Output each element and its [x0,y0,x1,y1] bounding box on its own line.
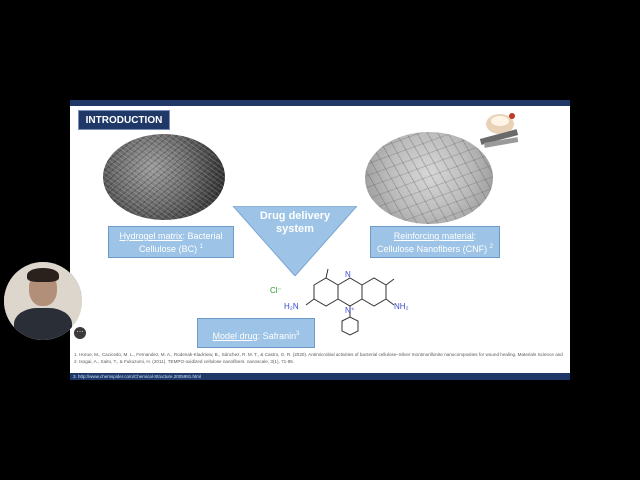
nitrogen-plus: N⁺ [345,306,355,315]
nitrogen-top: N [345,270,351,279]
cellulose-nanofibers-image [365,132,493,224]
safranin-structure: Cl⁻ N N⁺ H₂N NH₂ [270,268,409,336]
reinforcing-material-label: Reinforcing material: Cellulose Nanofibe… [370,226,500,258]
bacterial-cellulose-image [103,134,225,220]
hydrogel-matrix-label: Hydrogel matrix: Bacterial Cellulose (BC… [108,226,234,258]
webcam-video[interactable] [4,262,82,340]
reference-item: 3. http://www.chemspider.com/Chemical-St… [73,374,202,379]
amine-left: H₂N [284,302,299,311]
slide-top-bar [70,100,570,106]
presenter-body [14,308,72,340]
section-title: INTRODUCTION [78,110,170,130]
model-drug-label: Model drug: Safranin3 [197,318,315,348]
presentation-slide: INTRODUCTION Drug delivery system Hydrog… [70,100,570,380]
reference-item: 2. Isogai, A., Saito, T., & Fukuzumi, H.… [74,358,295,364]
chloride-anion: Cl⁻ [270,286,282,295]
references: 1. Horue, M., Cacicedo, M. L., Fernandez… [74,352,564,365]
drug-delivery-triangle [233,206,357,276]
more-options-icon[interactable]: ⋯ [74,327,86,339]
presenter-hair [27,268,59,282]
reference-item: 1. Horue, M., Cacicedo, M. L., Fernandez… [74,352,564,357]
drug-delivery-title: Drug delivery system [259,210,331,235]
amine-right: NH₂ [394,302,409,311]
slide-bottom-bar: 3. http://www.chemspider.com/Chemical-St… [70,373,570,380]
